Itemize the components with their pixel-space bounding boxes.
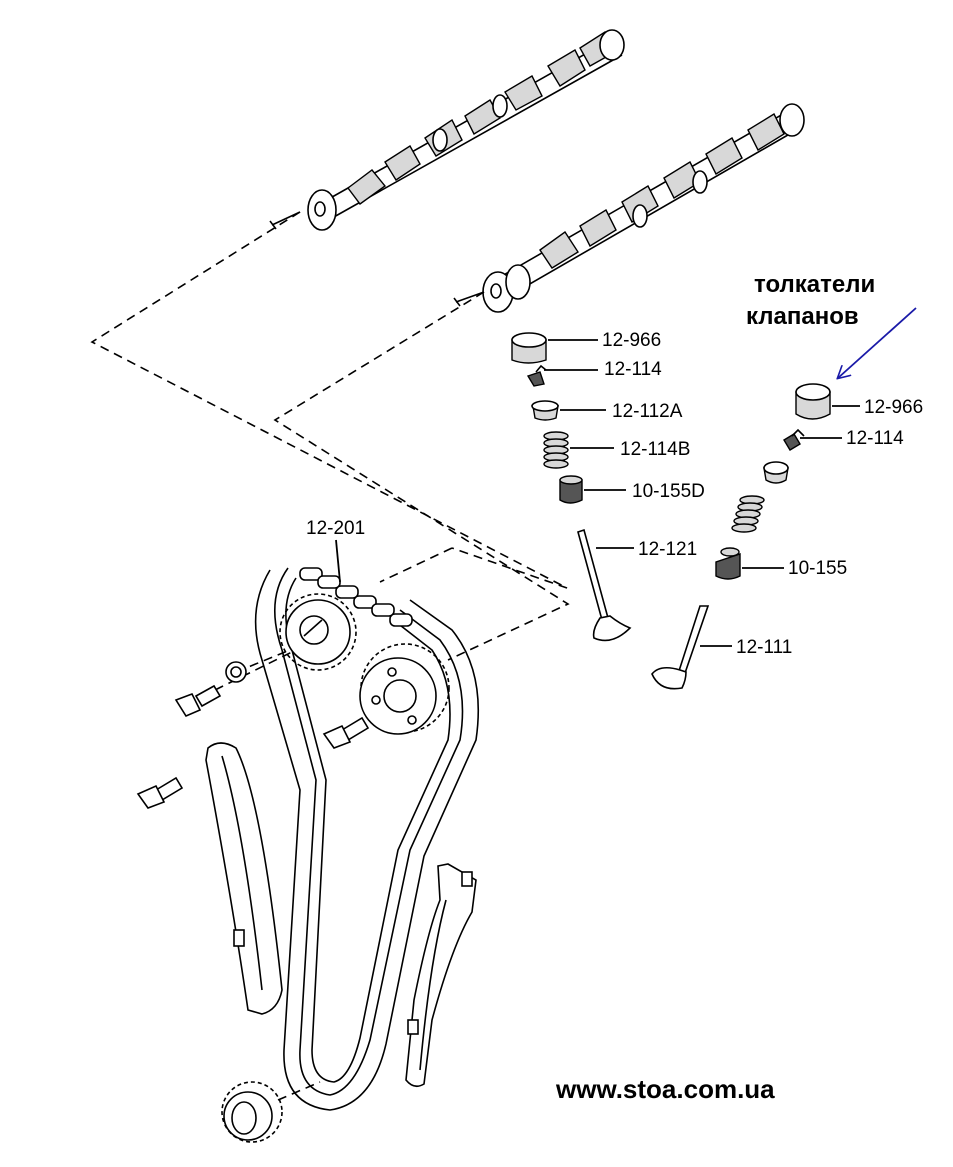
label-10-155: 10-155 <box>788 558 847 579</box>
seal-10-155 <box>715 547 741 580</box>
camshaft-upper-lobes <box>347 30 616 205</box>
label-12-201: 12-201 <box>306 518 365 539</box>
bolt-left-guide <box>136 776 184 809</box>
camshaft-lower <box>453 103 805 313</box>
spring-12-114B <box>543 431 569 469</box>
tappet-12-966-right <box>795 383 831 420</box>
retainer-12-112A <box>531 400 559 421</box>
label-12-966-right: 12-966 <box>864 397 923 418</box>
label-12-966-left: 12-966 <box>602 330 661 351</box>
label-12-114B: 12-114B <box>620 439 690 460</box>
valve-12-111 <box>651 605 710 690</box>
annotation-line-1: толкатели <box>754 271 875 298</box>
chain-links-12-201 <box>299 567 413 627</box>
exhaust-sprocket <box>279 593 357 671</box>
annotation-line-2: клапанов <box>746 303 859 330</box>
chain-guide-left <box>205 742 283 1015</box>
lock-12-114-left <box>526 364 547 387</box>
label-12-114-right: 12-114 <box>846 428 904 449</box>
bolt-intake-unit <box>322 716 370 749</box>
intake-variable-timing-unit <box>359 643 450 735</box>
alignment-lines <box>90 211 570 1101</box>
bolt-upper-sprocket <box>174 684 222 718</box>
tappet-12-966-left <box>511 332 547 364</box>
crank-sprocket <box>221 1081 283 1143</box>
leader-lines <box>335 339 860 647</box>
valve-12-121 <box>577 528 632 642</box>
valve-train-right <box>651 383 831 690</box>
label-10-155D: 10-155D <box>632 481 705 502</box>
label-12-111: 12-111 <box>736 637 792 658</box>
camshaft-lower-lobes <box>539 113 785 269</box>
timing-chain <box>254 567 479 1111</box>
spring-right <box>731 495 765 533</box>
label-12-121: 12-121 <box>638 539 697 560</box>
website-url: www.stoa.com.ua <box>555 1074 775 1104</box>
chain-tensioner-right <box>405 863 477 1088</box>
annotation-arrow <box>838 307 917 378</box>
label-12-114-left: 12-114 <box>604 359 662 380</box>
valve-train-left <box>511 332 632 642</box>
retainer-right <box>763 461 789 484</box>
label-12-112A: 12-112A <box>612 401 683 422</box>
seal-10-155D <box>559 475 583 504</box>
camshaft-upper <box>269 29 625 231</box>
lock-12-114-right <box>783 428 805 451</box>
